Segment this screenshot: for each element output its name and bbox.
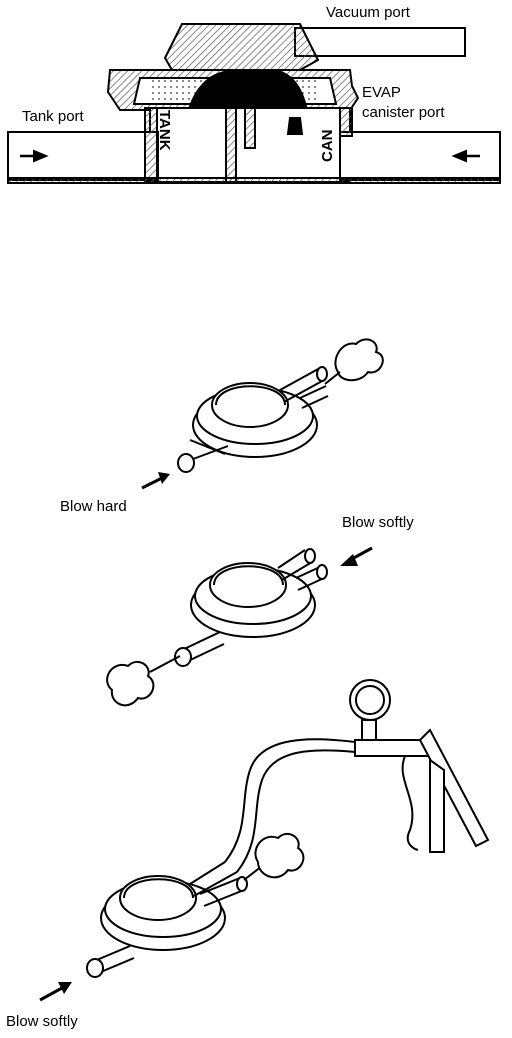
test-1-instruction: Blow hard — [60, 498, 127, 515]
vacuum-port-tube — [294, 27, 466, 57]
test-blow-softly-figure-1 — [106, 548, 328, 707]
test-2-instruction: Blow softly — [342, 514, 414, 531]
test-blow-softly-figure-2 — [86, 679, 490, 978]
tank-port-label: Tank port — [22, 108, 84, 125]
blow-softly-arrow-2 — [39, 982, 72, 1002]
diaphragm — [188, 69, 308, 107]
tank-chamber-label: TANK — [156, 110, 173, 151]
top-cap — [163, 23, 320, 71]
blow-softly-arrow-1 — [340, 546, 373, 566]
can-chamber-label: CAN — [319, 130, 336, 163]
evap-label-line1: EVAP — [362, 84, 401, 101]
check-valve — [286, 117, 304, 135]
vacuum-port-label: Vacuum port — [326, 4, 410, 21]
test-blow-hard-figure — [177, 338, 384, 473]
test-3-instruction: Blow softly — [6, 1013, 78, 1030]
blow-hard-arrow — [141, 472, 170, 490]
valve-cross-section — [7, 23, 501, 184]
evap-label-line2: canister port — [362, 104, 445, 121]
